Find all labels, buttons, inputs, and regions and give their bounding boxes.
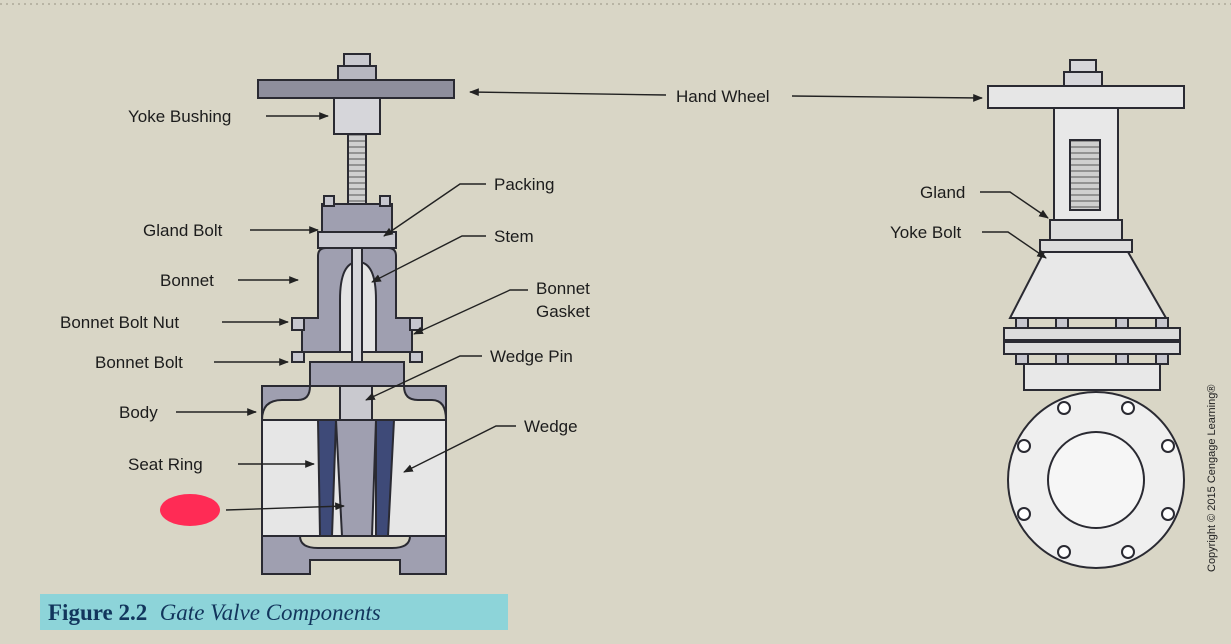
ext-top-washer	[1063, 71, 1103, 87]
label-wedge-pin: Wedge Pin	[490, 347, 573, 366]
label-body: Body	[119, 403, 158, 422]
gate-valve-cross-section	[257, 53, 455, 575]
label-gland: Gland	[920, 183, 965, 202]
top-washer	[337, 65, 377, 81]
flange-hole-8	[1121, 545, 1135, 559]
hand-wheel-exterior	[987, 85, 1185, 109]
label-bonnet-gasket-2: Gasket	[536, 302, 590, 321]
left-labels: Yoke Bushing Gland Bolt Bonnet Bonnet Bo…	[60, 107, 345, 526]
label-bonnet-gasket-1: Bonnet	[536, 279, 590, 298]
flange-bolt-3	[1115, 317, 1129, 329]
flange-hole-3	[1017, 439, 1031, 453]
figure-caption: Figure 2.2 Gate Valve Components	[48, 600, 381, 625]
leader-hand-wheel-right	[791, 93, 983, 102]
label-bonnet-bolt: Bonnet Bolt	[95, 353, 183, 372]
bonnet-flange-bottom	[1003, 341, 1181, 355]
leader-packing	[383, 183, 486, 237]
label-hand-wheel: Hand Wheel	[676, 87, 770, 106]
bonnet-bolt-left	[291, 351, 305, 363]
bonnet-exterior	[1008, 251, 1168, 319]
seat-ring-right	[375, 419, 396, 537]
body-base	[261, 535, 447, 575]
wedge-pin-part	[339, 385, 373, 421]
figure-number: Figure 2.2	[48, 600, 147, 625]
leader-wedge	[403, 425, 516, 473]
leader-redacted	[225, 502, 345, 511]
gland-exterior	[1049, 219, 1123, 241]
packing-part	[317, 231, 397, 249]
label-seat-ring: Seat Ring	[128, 455, 203, 474]
yoke-base	[1039, 239, 1133, 253]
redaction-mark	[160, 494, 220, 526]
label-packing: Packing	[494, 175, 554, 194]
label-stem: Stem	[494, 227, 534, 246]
flange-bolt-4	[1155, 317, 1169, 329]
flange-hole-7	[1057, 545, 1071, 559]
leader-gland	[980, 191, 1049, 219]
body-top	[261, 361, 447, 421]
label-gland-bolt: Gland Bolt	[143, 221, 223, 240]
threaded-stem	[347, 133, 367, 205]
flange-hole-1	[1057, 401, 1071, 415]
flange-bolt-6	[1055, 353, 1069, 365]
caption-highlight	[40, 594, 508, 630]
copyright-notice: Copyright © 2015 Cengage Learning®	[1206, 385, 1218, 572]
flange-hole-6	[1161, 507, 1175, 521]
ext-stem-thread	[1069, 139, 1101, 211]
gland-part	[321, 203, 393, 233]
flange-bolt-1	[1015, 317, 1029, 329]
flange-bolt-5	[1015, 353, 1029, 365]
leader-hand-wheel-left	[469, 88, 667, 97]
pipe-bore	[1047, 431, 1145, 529]
middle-labels: Hand Wheel Packing Stem Bonnet Gasket We…	[365, 87, 983, 473]
gland-bolt-left	[323, 195, 335, 207]
bonnet-bolt-nut-right	[409, 317, 423, 331]
wedge-part	[334, 419, 378, 537]
body-neck-exterior	[1023, 363, 1161, 391]
label-yoke-bushing: Yoke Bushing	[128, 107, 231, 126]
figure-title: Gate Valve Components	[160, 600, 381, 625]
label-wedge: Wedge	[524, 417, 578, 436]
flange-bolt-2	[1055, 317, 1069, 329]
flange-bolt-7	[1115, 353, 1129, 365]
right-labels: Gland Yoke Bolt	[890, 183, 1049, 259]
leader-wedge-pin	[365, 355, 482, 401]
leader-stem	[371, 235, 486, 283]
leader-bonnet-gasket	[413, 289, 528, 335]
label-bonnet: Bonnet	[160, 271, 214, 290]
bonnet-flange-top	[1003, 327, 1181, 341]
flange-hole-5	[1017, 507, 1031, 521]
yoke-bushing-part	[333, 97, 381, 135]
flange-hole-4	[1161, 439, 1175, 453]
gate-valve-exterior	[987, 59, 1185, 569]
gland-bolt-right	[379, 195, 391, 207]
seat-ring-left	[316, 419, 338, 537]
flange-hole-2	[1121, 401, 1135, 415]
hand-wheel-section	[257, 79, 455, 99]
bonnet-bolt-nut-left	[291, 317, 305, 331]
leader-yoke-bolt	[982, 231, 1047, 259]
label-bonnet-bolt-nut: Bonnet Bolt Nut	[60, 313, 179, 332]
bonnet-bolt-right	[409, 351, 423, 363]
label-yoke-bolt: Yoke Bolt	[890, 223, 961, 242]
flange-bolt-8	[1155, 353, 1169, 365]
